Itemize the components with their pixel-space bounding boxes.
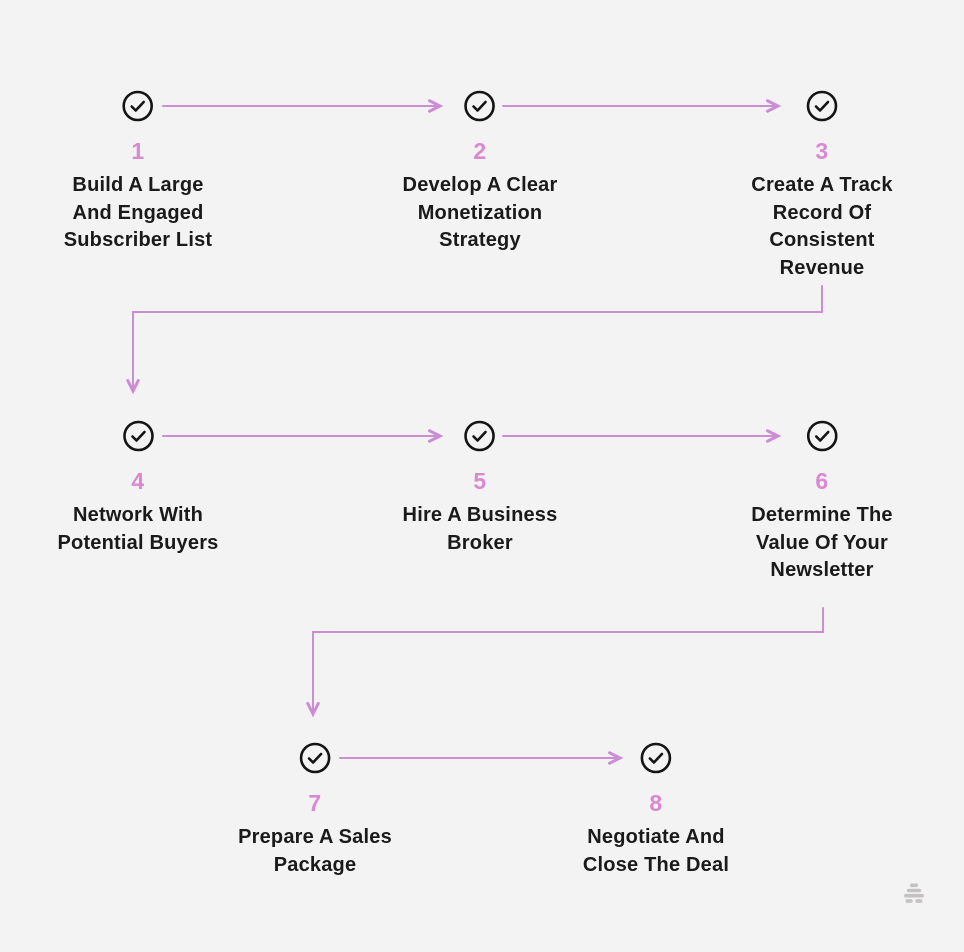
step-5: 5 Hire A Business Broker <box>403 420 558 557</box>
check-circle-icon <box>464 90 496 122</box>
step-3: 3 Create A Track Record Of Consistent Re… <box>751 90 893 282</box>
step-label: Hire A Business Broker <box>402 504 558 554</box>
beehive-logo-icon <box>904 883 924 903</box>
step-number: 5 <box>473 468 487 494</box>
check-circle-icon <box>122 420 154 452</box>
step-label: Create A Track Record Of Consistent Reve… <box>751 174 893 279</box>
step-6: 6 Determine The Value Of Your Newsletter <box>751 420 893 585</box>
step-label: Determine The Value Of Your Newsletter <box>751 504 893 581</box>
check-circle-icon <box>299 742 331 774</box>
step-number: 1 <box>131 138 145 164</box>
check-circle-icon <box>464 420 496 452</box>
step-1: 1 Build A Large And Engaged Subscriber L… <box>64 90 213 255</box>
check-circle-icon <box>806 90 838 122</box>
elbow-arrow-step6-step7 <box>306 607 824 718</box>
step-7: 7 Prepare A Sales Package <box>238 742 392 879</box>
step-label: Build A Large And Engaged Subscriber Lis… <box>63 174 213 251</box>
step-label: Develop A Clear Monetization Strategy <box>402 174 558 251</box>
check-circle-icon <box>122 90 154 122</box>
step-number: 2 <box>473 138 487 164</box>
step-number: 6 <box>815 468 829 494</box>
step-number: 8 <box>649 790 663 816</box>
step-number: 7 <box>308 790 322 816</box>
step-label: Network With Potential Buyers <box>57 504 219 554</box>
check-circle-icon <box>640 742 672 774</box>
step-label: Prepare A Sales Package <box>238 826 392 876</box>
step-2: 2 Develop A Clear Monetization Strategy <box>403 90 558 255</box>
elbow-arrow-step3-step4 <box>126 285 823 395</box>
step-8: 8 Negotiate And Close The Deal <box>583 742 729 879</box>
check-circle-icon <box>806 420 838 452</box>
step-4: 4 Network With Potential Buyers <box>57 420 218 557</box>
step-label: Negotiate And Close The Deal <box>582 826 730 876</box>
step-number: 4 <box>131 468 145 494</box>
step-number: 3 <box>815 138 829 164</box>
